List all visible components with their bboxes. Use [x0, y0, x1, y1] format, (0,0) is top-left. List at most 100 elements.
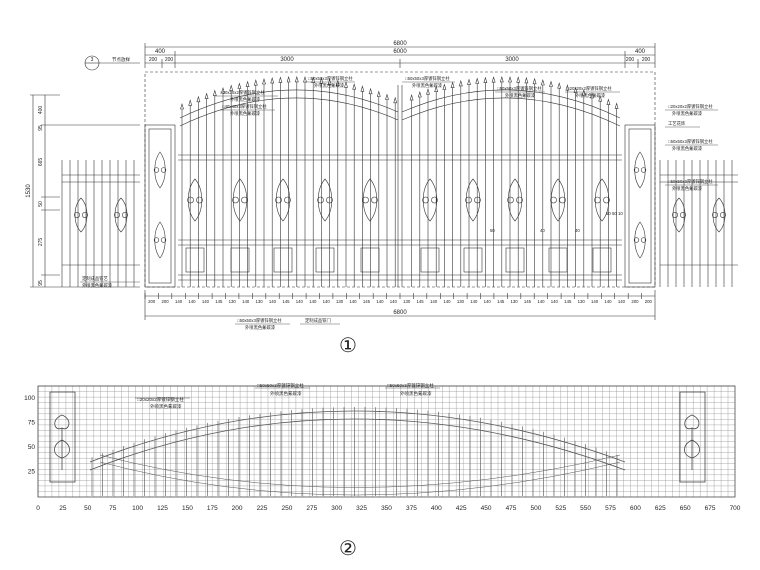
bottom-tick-label: 145 — [363, 299, 371, 304]
grid-x-tick: 650 — [680, 505, 691, 512]
mid-dim-5: 50 — [612, 211, 617, 216]
grid-lines — [37, 385, 735, 497]
note-2b: 外喷黑色氟碳漆 — [230, 110, 261, 117]
note-bl1: 定制成品铁艺 — [82, 275, 108, 282]
grid-note-2b: 外喷黑色氟碳漆 — [270, 390, 302, 397]
spear-tip — [286, 75, 291, 83]
svg-text:①: ① — [339, 335, 357, 357]
note-4b: 外喷黑色氟碳漆 — [412, 82, 443, 89]
grid-x-tick: 525 — [555, 505, 566, 512]
grid-ornament-left — [49, 391, 76, 483]
height-total: 1530 — [26, 184, 32, 198]
dim-leaf-left: 3000 — [280, 57, 294, 63]
spear-tip — [229, 84, 234, 91]
note-r1: □20x20x2厚镀锌钢立柱 — [668, 103, 713, 110]
spear-tip — [417, 90, 422, 98]
lower-panel — [548, 247, 568, 273]
grid-note-2: □50x50x3厚镀锌钢立柱 — [257, 382, 304, 389]
spear-tip — [442, 83, 447, 90]
scroll-ornament — [114, 197, 128, 233]
lower-panel — [420, 247, 440, 273]
mid-dim-2: 40 — [540, 228, 545, 233]
bottom-tick-label: 145 — [417, 299, 425, 304]
height-3: 665 — [38, 158, 44, 167]
bottom-tick-label: 140 — [269, 299, 277, 304]
spear-tip — [393, 96, 398, 104]
grid-note-1: □20x20x2厚镀锌钢立柱 — [137, 396, 184, 403]
spear-tip — [573, 86, 578, 93]
gate-ornaments — [153, 151, 647, 273]
spear-tip — [524, 76, 529, 84]
grid-x-tick: 575 — [605, 505, 616, 512]
grid-x-tick: 75 — [109, 505, 117, 512]
detail-tag-number: 3 — [91, 57, 94, 63]
height-5: 275 — [38, 238, 44, 247]
dim-side-right: 400 — [635, 49, 646, 55]
height-6: 95 — [38, 280, 44, 286]
scroll-ornament — [187, 178, 203, 222]
grid-x-tick: 375 — [406, 505, 417, 512]
scroll-ornament — [633, 151, 647, 189]
spear-tip — [475, 77, 480, 84]
spear-tip — [450, 81, 455, 88]
bottom-tick-label: 145 — [524, 299, 532, 304]
grid-x-tick: 600 — [630, 505, 641, 512]
scroll-ornament — [153, 221, 167, 259]
scroll-ornament — [422, 178, 438, 222]
spear-tip — [278, 76, 283, 83]
scroll-ornament — [594, 178, 610, 222]
scroll-ornament — [362, 178, 378, 222]
note-bb1b: 外喷黑色氟碳漆 — [245, 324, 276, 331]
spear-tip — [540, 78, 545, 86]
grid-x-tick: 550 — [580, 505, 591, 512]
spear-tip — [467, 78, 471, 85]
grid-y-tick: 75 — [28, 420, 36, 427]
height-4: 50 — [38, 201, 44, 207]
scroll-ornament — [232, 178, 248, 222]
note-r2: 工艺花饰 — [668, 120, 686, 127]
left-height-dimensions — [30, 94, 140, 288]
scroll-ornament — [712, 197, 726, 233]
height-1: 400 — [38, 106, 44, 115]
spear-tip — [532, 77, 537, 85]
spear-tip — [606, 98, 611, 105]
bottom-tick-label: 130 — [511, 299, 519, 304]
lower-panel — [185, 247, 205, 273]
dim-col-4: 200 — [642, 57, 651, 63]
note-1: □20x20x2厚镀锌钢立柱 — [220, 89, 265, 96]
dim-total-bottom: 6800 — [393, 310, 407, 316]
spear-tip — [221, 86, 225, 94]
dim-side-left: 400 — [155, 49, 166, 55]
scroll-ornament — [275, 178, 291, 222]
note-bb1: □50x50x3厚镀锌钢立柱 — [237, 317, 282, 324]
top-dimensions — [144, 43, 656, 68]
grid-x-tick: 500 — [530, 505, 541, 512]
spear-tip — [245, 80, 250, 87]
bottom-tick-label: 130 — [336, 299, 344, 304]
spear-tip — [385, 93, 389, 100]
grid-note-3b: 外喷黑色氟碳漆 — [400, 390, 432, 397]
note-1b: 外喷黑色氟碳漆 — [230, 96, 261, 103]
bottom-tick-label: 140 — [323, 299, 331, 304]
mid-dim-3: 40 — [575, 228, 580, 233]
grid-note-3: □50x50x3厚镀锌钢立柱 — [387, 382, 434, 389]
bottom-tick-label: 130 — [403, 299, 411, 304]
grid-x-tick: 675 — [705, 505, 716, 512]
grid-frame — [37, 385, 736, 498]
spear-tip — [409, 94, 414, 101]
grid-x-tick: 150 — [182, 505, 193, 512]
spear-tip — [212, 89, 217, 96]
grid-x-tick: 250 — [281, 505, 292, 512]
grid-x-tick: 275 — [306, 505, 317, 512]
grid-x-tick: 450 — [481, 505, 492, 512]
spear-tip — [516, 76, 521, 83]
spear-tip — [376, 90, 381, 97]
note-r3b: 外喷黑色氟碳漆 — [672, 145, 703, 152]
bottom-tick-label: 140 — [188, 299, 196, 304]
bottom-tick-label: 140 — [309, 299, 317, 304]
dim-col-1: 200 — [149, 57, 158, 63]
lower-panel — [360, 247, 380, 273]
